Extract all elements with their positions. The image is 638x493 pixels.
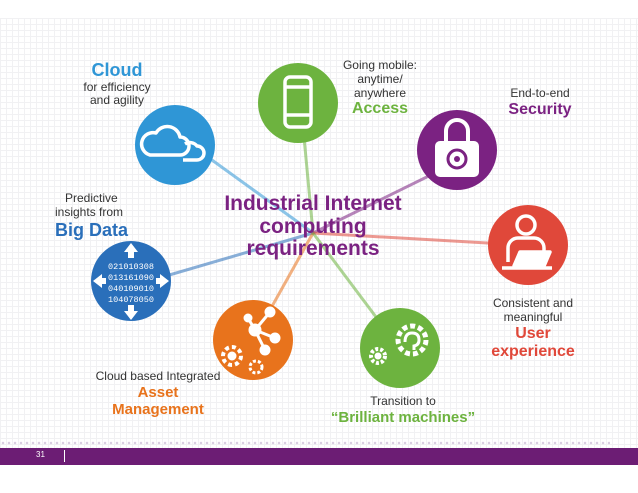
arrows-icon <box>93 243 169 320</box>
bigdata-sub2: insights from <box>55 204 124 219</box>
asset-title1: Asset <box>137 383 179 401</box>
binary-row: 021010308 <box>108 262 154 272</box>
access-title: Access <box>351 100 409 118</box>
cloud-sub1: for efficiency <box>83 79 151 94</box>
user-node <box>488 205 568 285</box>
brilliant-sub1: Transition to <box>370 394 436 408</box>
connector-user <box>312 231 524 247</box>
footer-dots <box>0 440 610 448</box>
asset-label: Cloud based Integrated Asset Management <box>88 369 228 419</box>
security-label: End-to-end Security <box>495 86 585 119</box>
access-label: Going mobile: anytime/ anywhere Access <box>330 58 430 119</box>
binary-data-icon: 021010308 013161090 040109010 104078050 <box>99 262 163 306</box>
page-number: 31 <box>36 450 45 459</box>
network-gears-icon <box>221 306 281 375</box>
access-node <box>258 63 338 143</box>
security-sub1: End-to-end <box>510 86 570 100</box>
footer-bar <box>0 448 638 465</box>
center-title-line3: requirements <box>246 237 380 261</box>
user-laptop-icon <box>502 214 552 270</box>
center-title-line1: Industrial Internet <box>224 192 402 215</box>
page-separator <box>64 450 65 462</box>
cloud-node <box>135 105 215 185</box>
user-label: Consistent and meaningful User experienc… <box>478 296 588 361</box>
access-sub3: anywhere <box>353 85 407 100</box>
binary-row: 104078050 <box>108 295 154 306</box>
center-title: Industrial Internet computing requiremen… <box>198 192 428 261</box>
bigdata-label: Predictive insights from Big Data <box>55 191 150 240</box>
binary-row: 013161090 <box>108 273 154 284</box>
user-sub2: meaningful <box>503 309 563 324</box>
user-sub1: Consistent and <box>492 296 574 310</box>
cloud-title: Cloud <box>91 60 143 80</box>
access-sub1: Going mobile: <box>342 58 418 72</box>
cloud-sub2: and agility <box>89 93 145 108</box>
brilliant-label: Transition to “Brilliant machines” <box>328 394 478 426</box>
bigdata-title: Big Data <box>55 219 129 240</box>
binary-row: 040109010 <box>108 284 154 295</box>
user-title1: User <box>515 324 551 342</box>
access-sub2: anytime/ <box>357 71 403 86</box>
bigdata-sub1: Predictive <box>65 191 118 205</box>
connector-cloud <box>204 153 314 235</box>
asset-title2: Management <box>112 401 204 419</box>
brain-gear-icon <box>369 323 429 365</box>
padlock-icon <box>435 118 479 177</box>
cloud-icon <box>139 124 206 162</box>
asset-sub1: Cloud based Integrated <box>95 369 221 383</box>
cloud-label: Cloud for efficiency and agility <box>62 60 172 108</box>
security-title: Security <box>508 100 572 118</box>
center-title-line2: computing <box>259 214 367 238</box>
user-title2: experience <box>491 342 575 360</box>
asset-node <box>213 300 293 380</box>
connector-security <box>312 166 446 235</box>
mobile-phone-icon <box>283 75 313 129</box>
brilliant-title: “Brilliant machines” <box>330 408 476 426</box>
bigdata-node <box>91 241 171 321</box>
